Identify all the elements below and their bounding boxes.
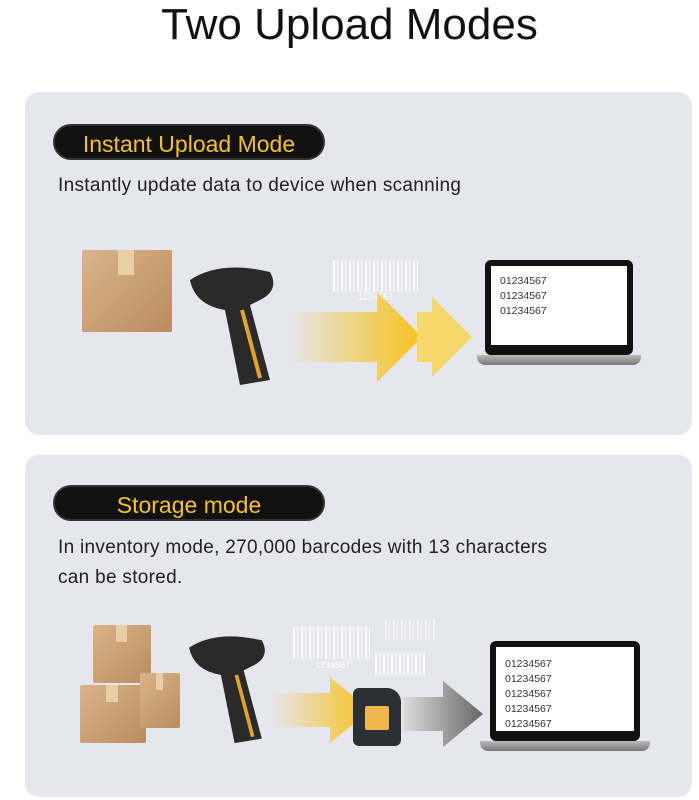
instant-upload-description: Instantly update data to device when sca… <box>58 175 462 196</box>
screen-line: 01234567 <box>505 703 552 715</box>
barcode-number: 1234567 <box>315 660 351 670</box>
screen-line: 01234567 <box>500 275 547 287</box>
barcode-image <box>293 627 370 659</box>
screen-line: 01234567 <box>505 673 552 685</box>
barcode-image <box>333 260 419 292</box>
cardboard-box-icon <box>140 673 180 728</box>
arrow-right-icon <box>403 681 483 747</box>
barcode-image <box>375 653 425 675</box>
storage-mode-description: In inventory mode, 270,000 barcodes with… <box>58 533 547 593</box>
screen-line: 01234567 <box>505 688 552 700</box>
instant-upload-label: Instant Upload Mode <box>53 124 325 160</box>
storage-mode-label: Storage mode <box>53 485 325 521</box>
cardboard-box-icon <box>82 250 172 332</box>
arrow-right-icon <box>270 677 370 743</box>
barcode-image <box>385 618 435 640</box>
barcode-number: 1234567 <box>358 292 394 302</box>
arrow-right-icon <box>287 292 472 382</box>
screen-line: 01234567 <box>500 290 547 302</box>
page-title: Two Upload Modes <box>161 0 538 49</box>
instant-upload-card: Instant Upload Mode Instantly update dat… <box>25 92 692 435</box>
storage-mode-card: Storage mode In inventory mode, 270,000 … <box>25 455 692 797</box>
description-line-1: In inventory mode, 270,000 barcodes with… <box>58 537 548 558</box>
barcode-scanner-icon <box>190 267 274 385</box>
barcode-scanner-icon <box>189 636 265 744</box>
screen-line: 01234567 <box>505 658 552 670</box>
description-line-2: can be stored. <box>58 567 183 588</box>
memory-chip-icon <box>353 688 401 746</box>
screen-line: 01234567 <box>500 305 547 317</box>
screen-line: 01234567 <box>505 718 552 730</box>
cardboard-box-icon <box>80 685 146 743</box>
